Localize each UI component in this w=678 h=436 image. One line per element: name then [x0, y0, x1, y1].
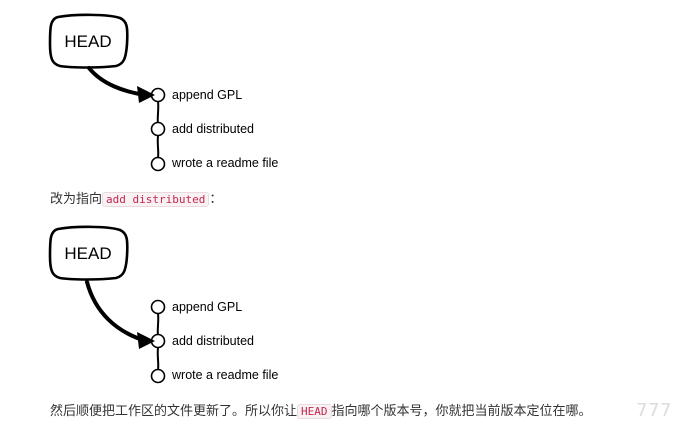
chain-line — [156, 100, 160, 158]
caption-2-after: 指向哪个版本号，你就把当前版本定位在哪。 — [331, 404, 592, 419]
git-diagram-2: HEAD append GPL add distributed wrote a … — [48, 225, 278, 384]
caption-1-after: ： — [209, 192, 223, 207]
commit-node — [150, 368, 166, 384]
head-box: HEAD — [48, 225, 129, 281]
commit-chain: append GPL add distributed wrote a readm… — [150, 299, 278, 384]
caption-2-before: 然后顺便把工作区的文件更新了。所以你让 — [50, 404, 298, 419]
chain-line — [156, 312, 160, 370]
commit-node — [150, 299, 166, 315]
commit-label: add distributed — [172, 334, 254, 348]
head-pointer-arrow — [87, 66, 155, 103]
commit-node — [150, 156, 166, 172]
commit-label: append GPL — [172, 300, 242, 314]
commit-label: wrote a readme file — [171, 156, 278, 170]
commit-chain: append GPL add distributed wrote a readm… — [150, 87, 278, 172]
code-add-distributed: add distributed — [102, 192, 210, 207]
code-head: HEAD — [297, 404, 332, 419]
watermark: 777 — [636, 400, 672, 421]
commit-label: append GPL — [172, 88, 242, 102]
head-box: HEAD — [48, 13, 129, 69]
git-diagram-1: HEAD append GPL add distributed wrote a … — [48, 13, 278, 172]
head-pointer-arrow — [85, 280, 155, 349]
commit-label: add distributed — [172, 122, 254, 136]
caption-1-before: 改为指向 — [50, 192, 103, 207]
commit-label: wrote a readme file — [171, 368, 278, 382]
commit-node — [150, 121, 166, 137]
head-label: HEAD — [64, 244, 111, 263]
head-label: HEAD — [64, 32, 111, 51]
